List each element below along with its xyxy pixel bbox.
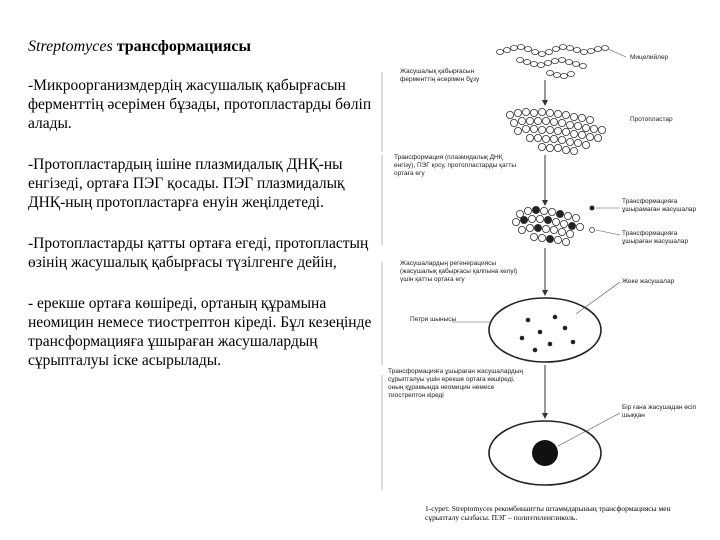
paragraph-2: -Протопластардың ішіне плазмидалық ДНҚ-н… (28, 156, 345, 211)
title-italic: Streptomyces (28, 38, 113, 55)
label-not-transformed: Трансформацияға ұшырамаған жасушалар (622, 198, 697, 213)
slide-title: Streptomyces трансформациясы (28, 38, 373, 56)
transformation-diagram: Мицелийлер Жасушалық қабырғасын ферментт… (380, 30, 710, 530)
label-protoplast: Протопластар (630, 116, 673, 123)
label-mycelium: Мицелийлер (630, 54, 669, 61)
paragraph-3: -Протопластарды қатты ортаға егеді, прот… (28, 235, 369, 271)
text-column: Streptomyces трансформациясы -Микроорган… (28, 38, 373, 392)
label-transformed: Трансформацияға ұшыраған жасушалар (622, 230, 689, 245)
label-enzyme: Жасушалық қабырғасын ферменттің әсерімен… (400, 68, 480, 83)
mycelium-drawing (496, 44, 609, 79)
label-petri: Петри шынысы (410, 316, 457, 323)
figure-caption: 1-сурет. Streptomyces рекомбинантты штам… (425, 504, 671, 522)
label-regeneration: Жасушалардың регенерациясы (жасушалық қа… (400, 260, 518, 283)
label-selection: Трансформацияға ұшыраған жасушалардың сұ… (388, 368, 523, 399)
title-rest: трансформациясы (112, 38, 251, 55)
protoplast-cluster-2 (511, 205, 584, 246)
label-colonies: Жеке жасушалар (622, 278, 675, 285)
paragraph-1: -Микроорганизмдердің жасушалық қабырғасы… (28, 77, 372, 132)
protoplast-cluster-1 (506, 108, 606, 156)
label-transformation: Трансформация (плазмидалық ДНҚ енгізу), … (394, 154, 517, 177)
paragraph-4: - ерекше ортаға көшіреді, ортаның құрамы… (28, 295, 372, 369)
label-single: Бір ғана жасушадан өсіп шыққан (622, 404, 697, 419)
diagram-graphics (381, 44, 627, 490)
